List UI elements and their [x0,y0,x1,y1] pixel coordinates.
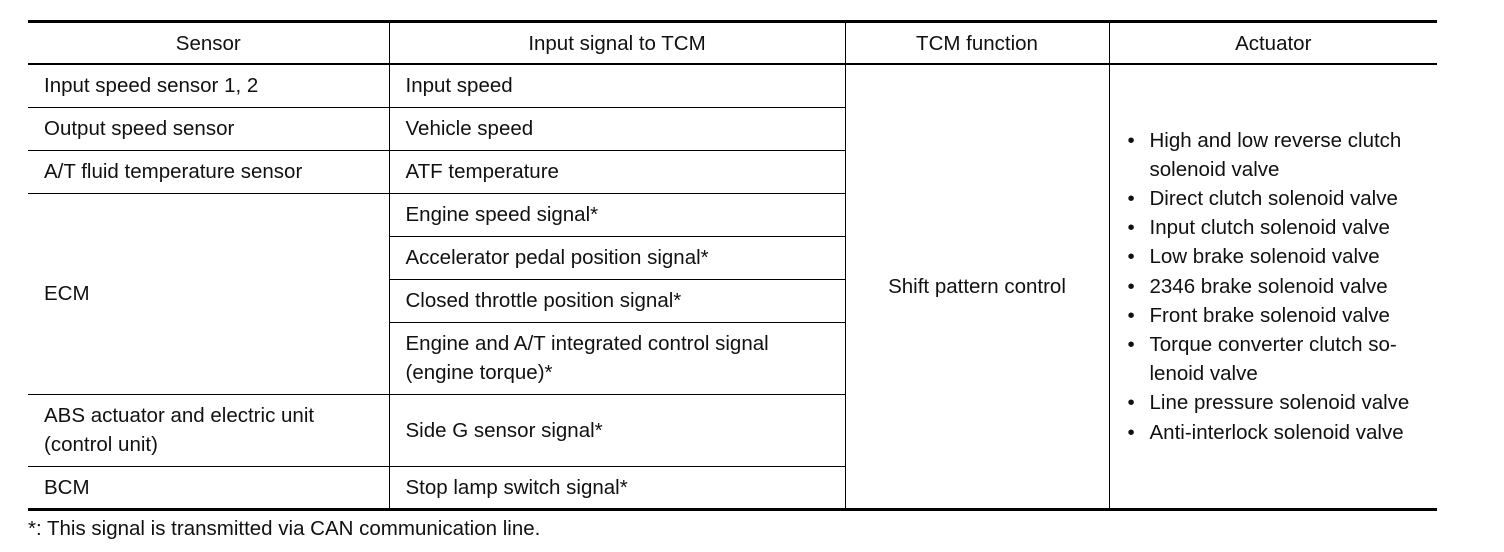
signal-atf-temp: ATF temperature [388,149,845,194]
actuator-label: 2346 brake solenoid valve [1149,274,1388,298]
sensor-output-speed: Output speed sensor [28,106,390,151]
list-item: • Direct clutch solenoid valve [1126,184,1426,213]
bullet-icon: • [1127,128,1135,152]
signal-engine-torque: Engine and A/T integrated control signal… [389,321,845,395]
table-row: ECM Engine speed signal* [28,192,1437,395]
actuator-label: Front brake solenoid valve [1149,303,1390,327]
table-row: Engine and A/T integrated control signal… [28,321,1437,395]
actuator-label: High and low reverse clutch solenoid val… [1149,128,1402,181]
bullet-icon: • [1127,187,1135,211]
header-input-signal: Input signal to TCM [388,21,846,65]
tcm-function-cell: Shift pattern control [844,63,1110,510]
actuator-label: Torque converter clutch so-lenoid valve [1149,333,1397,386]
actuator-cell: • High and low reverse clutch solenoid va… [1108,63,1437,510]
bullet-icon: • [1127,333,1135,357]
sensor-ecm: ECM [28,192,390,395]
header-actuator: Actuator [1108,21,1437,65]
actuator-label: Low brake solenoid valve [1149,245,1380,269]
signal-stop-lamp: Stop lamp switch signal* [388,465,845,510]
table-row: BCM Stop lamp switch signal* [28,465,1437,510]
header-tcm-function: TCM function [844,21,1110,65]
signal-accelerator-pedal: Accelerator pedal position signal* [389,235,845,280]
list-item: • 2346 brake solenoid valve [1126,272,1426,301]
actuator-label: Input clutch solenoid valve [1149,216,1390,240]
table-row: Closed throttle position signal* [28,278,1437,323]
signal-engine-speed: Engine speed signal* [388,192,845,237]
bullet-icon: • [1127,216,1135,240]
list-item: • High and low reverse clutch solenoid va… [1126,126,1426,184]
sensor-abs: ABS actuator and electric unit (control … [28,393,390,467]
actuator-list: • High and low reverse clutch solenoid va… [1126,126,1426,447]
sensor-af-temp: A/T fluid temperature sensor [28,149,390,194]
bullet-icon: • [1127,420,1135,444]
signal-closed-throttle: Closed throttle position signal* [389,278,845,323]
list-item: • Line pressure solenoid valve [1126,388,1426,417]
list-item: • Front brake solenoid valve [1126,301,1426,330]
table-row: ABS actuator and electric unit (control … [28,393,1437,467]
table-header-row: Sensor Input signal to TCM TCM function … [28,21,1437,65]
bullet-icon: • [1127,274,1135,298]
table-row: Output speed sensor Vehicle speed [28,106,1437,151]
signal-side-g: Side G sensor signal* [388,393,845,467]
actuator-label: Direct clutch solenoid valve [1149,187,1398,211]
list-item: • Anti-interlock solenoid valve [1126,418,1426,447]
signal-input-speed: Input speed [388,63,846,108]
bullet-icon: • [1127,391,1135,415]
table-row: Accelerator pedal position signal* [28,235,1437,280]
sensor-input-speed: Input speed sensor 1, 2 [28,63,390,108]
signal-vehicle-speed: Vehicle speed [388,106,845,151]
list-item: • Torque converter clutch so-lenoid valve [1126,330,1426,388]
sensor-bcm: BCM [28,465,390,510]
footnote: *: This signal is transmitted via CAN co… [28,517,541,540]
header-sensor: Sensor [28,21,390,65]
actuator-label: Line pressure solenoid valve [1149,391,1410,415]
actuator-label: Anti-interlock solenoid valve [1149,420,1404,444]
sensor-signal-table: Sensor Input signal to TCM TCM function … [28,20,1437,511]
list-item: • Low brake solenoid valve [1126,242,1426,271]
table-row: Input speed sensor 1, 2 Input speed Shif… [28,63,1437,510]
bullet-icon: • [1127,245,1135,269]
bullet-icon: • [1127,303,1135,327]
list-item: • Input clutch solenoid valve [1126,213,1426,242]
